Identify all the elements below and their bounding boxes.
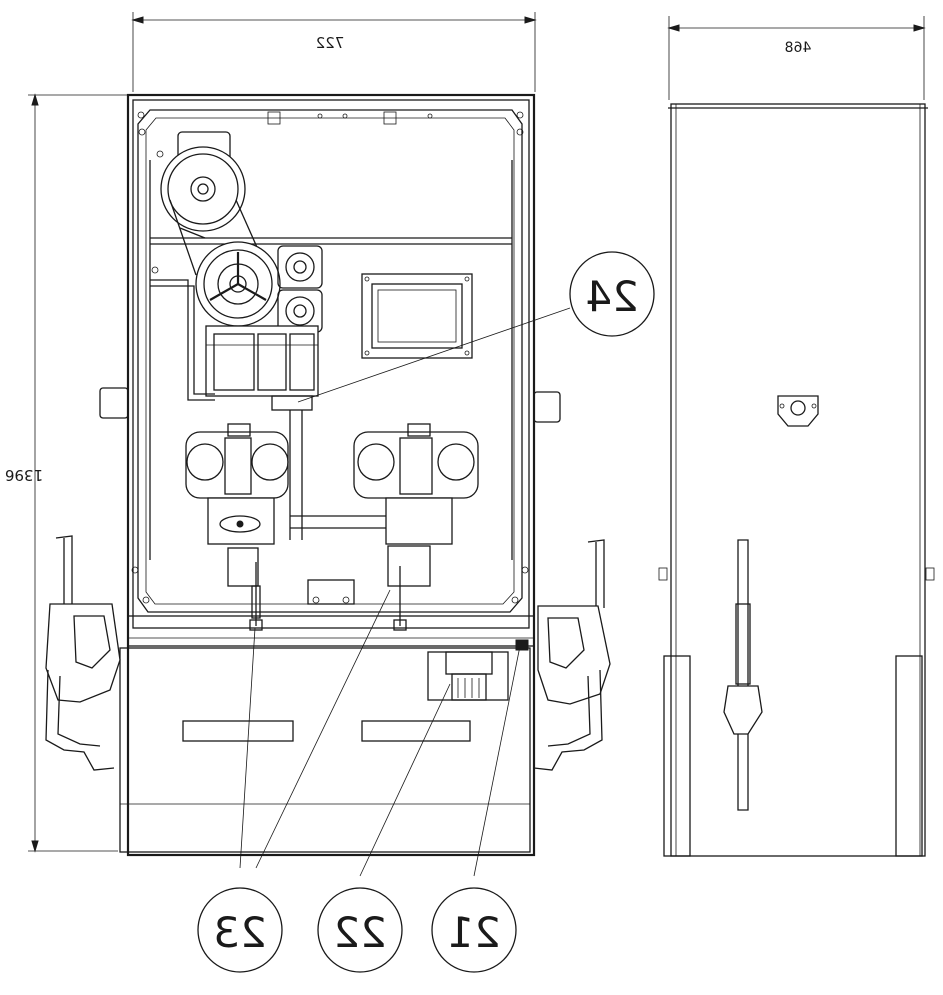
callout-23-label: 23 <box>213 908 266 957</box>
front-view <box>45 93 611 857</box>
lower-door-panel <box>119 647 531 853</box>
cabinet-outline <box>126 93 536 857</box>
mounting-holes <box>131 111 529 604</box>
side-latch <box>777 395 819 427</box>
nozzle-right <box>533 539 611 771</box>
right-slot <box>361 720 471 742</box>
dimension-height-label: 1396 <box>5 466 43 484</box>
dimension-front-width: 722 <box>131 12 537 92</box>
pulley <box>195 241 281 327</box>
callout-21-label: 21 <box>447 908 500 957</box>
nozzle-left <box>45 535 121 771</box>
callout-23: 23 <box>197 887 283 973</box>
callout-22: 22 <box>317 887 403 973</box>
callout-24-label: 24 <box>585 272 638 321</box>
dimension-height: 1396 <box>5 93 128 853</box>
side-view <box>658 103 935 857</box>
side-view-outline <box>670 103 926 857</box>
meter-right <box>353 423 479 631</box>
callout-21: 21 <box>431 887 517 973</box>
callout-22-label: 22 <box>333 908 386 957</box>
dimension-side-width-label: 468 <box>785 40 812 56</box>
dimension-side-width: 468 <box>667 16 926 100</box>
pump-block <box>205 325 319 411</box>
left-slot <box>182 720 294 742</box>
display-window <box>361 273 473 359</box>
motor <box>160 131 246 239</box>
side-hose <box>723 539 763 811</box>
meter-left <box>185 423 289 631</box>
dimension-front-width-label: 722 <box>316 34 345 52</box>
leader-lines <box>239 307 571 877</box>
callout-24: 24 <box>569 251 655 337</box>
